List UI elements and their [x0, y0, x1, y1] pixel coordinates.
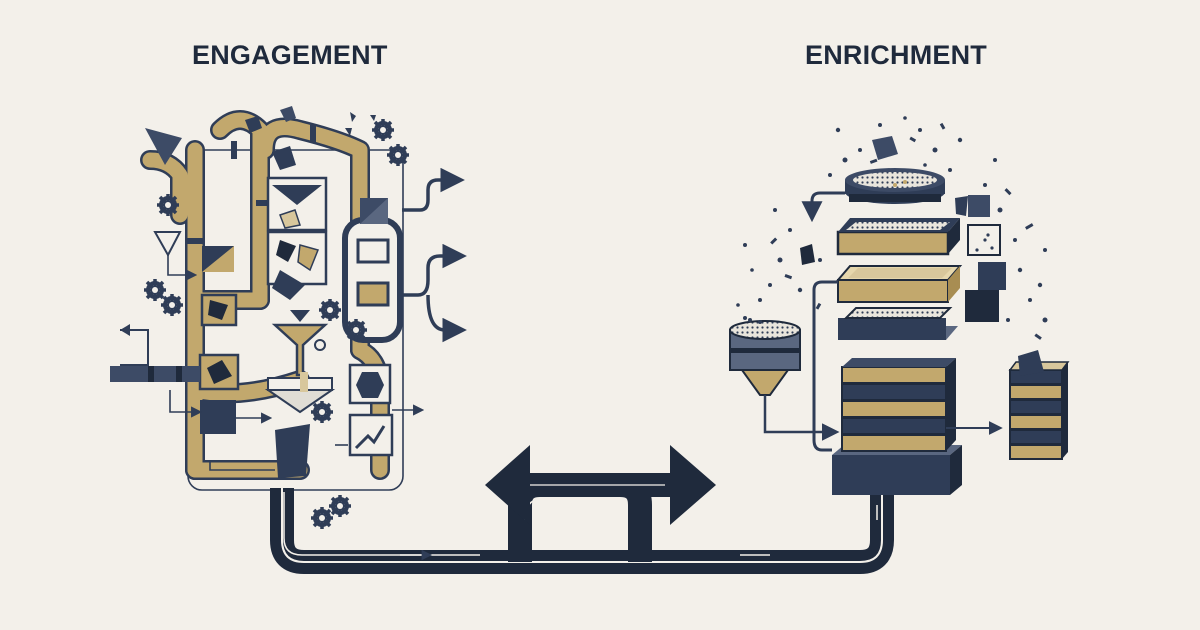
gear-icon — [343, 317, 369, 343]
engagement-machine — [110, 106, 467, 531]
gear-icon — [142, 277, 168, 303]
output-arrows — [402, 167, 467, 343]
connector-lines — [167, 255, 425, 471]
gear-icon — [327, 493, 353, 519]
gear-icon — [370, 117, 396, 143]
stack-base — [832, 445, 962, 495]
output-rock — [275, 424, 310, 478]
gear-icon — [317, 297, 343, 323]
valve-block-d — [200, 400, 236, 434]
output-stack — [1008, 361, 1070, 460]
connector-pipeline — [270, 445, 894, 574]
arrowhead-left — [485, 445, 530, 525]
gear-icon — [155, 192, 181, 218]
feed-lines — [801, 191, 1003, 452]
sieve-layer-1 — [845, 168, 945, 204]
particle-shards — [770, 122, 1042, 340]
gear-icon — [385, 142, 411, 168]
stack-layers — [841, 358, 956, 452]
particle-chamber — [266, 230, 328, 286]
chart-box — [348, 413, 394, 457]
sieve-layer-3 — [835, 265, 963, 303]
filter-cone — [153, 231, 182, 258]
center-funnel — [264, 310, 336, 414]
left-exit-pipe — [110, 366, 200, 382]
side-bowl — [729, 320, 840, 441]
engagement-title: ENGAGEMENT — [192, 40, 388, 70]
particle-spray — [736, 116, 1048, 324]
left-exit-line — [120, 329, 149, 366]
enrichment-title: ENRICHMENT — [805, 40, 987, 70]
floating-tiles — [800, 136, 1044, 376]
debris — [245, 106, 376, 170]
arrowhead-right — [670, 445, 716, 525]
gear-icon — [309, 399, 335, 425]
sieve-layer-2 — [836, 218, 960, 256]
gear-icon — [159, 292, 185, 318]
gear-icon — [309, 505, 335, 531]
storage-tank — [342, 198, 403, 343]
enrichment-machine — [729, 116, 1070, 495]
entry-hopper-top — [145, 128, 182, 165]
sieve-layer-4 — [838, 307, 958, 340]
